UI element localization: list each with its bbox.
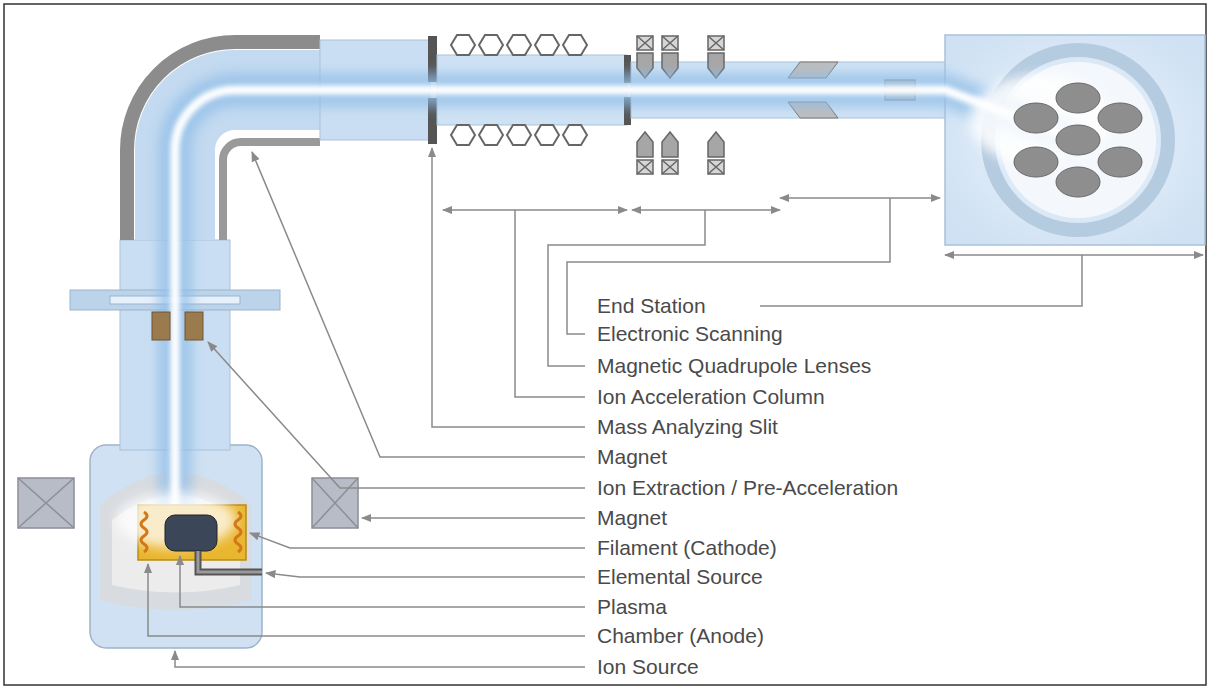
filament-coil bbox=[141, 512, 147, 552]
ion-beam bbox=[175, 90, 1078, 530]
part-label: End Station bbox=[597, 294, 706, 318]
end-station-chamber bbox=[945, 35, 1205, 245]
part-label: Chamber (Anode) bbox=[597, 624, 764, 648]
part-label: Plasma bbox=[597, 595, 667, 619]
extraction-electrode bbox=[185, 312, 203, 340]
part-label: Mass Analyzing Slit bbox=[597, 415, 778, 439]
leader-lines bbox=[148, 148, 1082, 667]
wafers bbox=[1014, 83, 1142, 197]
source-cup bbox=[100, 473, 252, 611]
part-label: Filament (Cathode) bbox=[597, 536, 777, 560]
frame bbox=[4, 4, 1206, 685]
part-label: Electronic Scanning bbox=[597, 322, 783, 346]
plasma-cylinder bbox=[165, 515, 217, 551]
analyzer-magnet-inner bbox=[223, 142, 320, 240]
analyzer-magnet bbox=[127, 42, 320, 240]
elemental-source-pipe bbox=[198, 551, 262, 572]
source-magnet bbox=[312, 478, 358, 528]
part-label: Ion Extraction / Pre-Acceleration bbox=[597, 476, 898, 500]
filament-coil bbox=[235, 512, 241, 552]
part-label: Magnet bbox=[597, 445, 667, 469]
source-magnet bbox=[18, 478, 74, 528]
elemental-source-pipe bbox=[198, 551, 262, 572]
part-label: Ion Source bbox=[597, 655, 699, 679]
section-brackets bbox=[443, 198, 1203, 255]
ion-beam-glow bbox=[175, 90, 1078, 540]
part-label: Elemental Source bbox=[597, 565, 763, 589]
part-label: Magnet bbox=[597, 506, 667, 530]
part-label: Ion Acceleration Column bbox=[597, 385, 825, 409]
part-label: Magnetic Quadrupole Lenses bbox=[597, 354, 871, 378]
extraction-electrode bbox=[152, 312, 170, 340]
